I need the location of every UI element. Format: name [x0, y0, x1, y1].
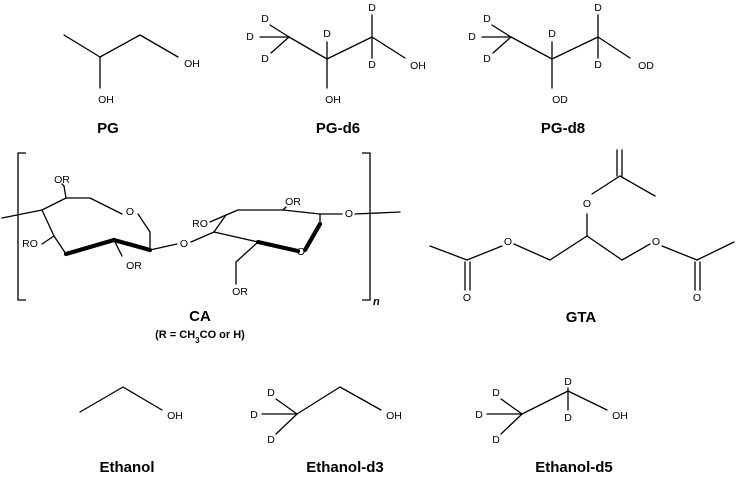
ethanol-oh-label: OH: [167, 410, 183, 422]
ethanol-d5-d-label: D: [492, 387, 500, 399]
gta-name: GTA: [566, 309, 597, 326]
pg-d6-structure: D D D D D D OH OH: [246, 2, 426, 106]
pg-d8-d-label: D: [483, 13, 491, 25]
ca-link-o-label: O: [345, 208, 353, 220]
pg-name: PG: [97, 120, 119, 137]
ca-or-label: OR: [232, 286, 248, 298]
gta-structure: O O O O O: [429, 149, 735, 304]
ca-structure: O OR RO OR O O O RO OR OR: [1, 152, 401, 308]
ca-ro-label: RO: [192, 218, 208, 230]
ca-or-label: OR: [54, 174, 70, 186]
pg-d6-d-label: D: [261, 53, 269, 65]
ca-repeat-n: n: [373, 296, 380, 308]
pg-d8-structure: D D D D D D OD OD: [468, 2, 654, 106]
ethanol-d5-d-label: D: [564, 412, 572, 424]
pg-d6-d-label: D: [368, 59, 376, 71]
ca-subtitle: (R = CH3CO or H): [155, 329, 245, 345]
pg-d8-d-label: D: [594, 59, 602, 71]
gta-o-label: O: [504, 236, 512, 248]
ethanol-d3-structure: D D D OH: [250, 386, 402, 446]
pg-structure: OH OH: [63, 34, 200, 106]
gta-carbonyl-o-label: O: [693, 292, 701, 304]
pg-d6-oh-label: OH: [410, 60, 426, 72]
pg-oh2-label: OH: [98, 94, 114, 106]
ethanol-d3-d-label: D: [267, 387, 275, 399]
ethanol-d3-name: Ethanol-d3: [306, 459, 384, 476]
pg-d6-name: PG-d6: [316, 120, 360, 137]
gta-o-label: O: [583, 198, 591, 210]
pg-d6-oh2-label: OH: [325, 94, 341, 106]
ca-name: CA: [189, 308, 211, 325]
ca-ro-label: RO: [22, 238, 38, 250]
ethanol-d3-d-label: D: [250, 409, 258, 421]
ethanol-d5-d-label: D: [475, 409, 483, 421]
pg-d6-d-label: D: [246, 31, 254, 43]
ca-glycosidic-o-label: O: [180, 238, 188, 250]
pg-d8-name: PG-d8: [541, 120, 585, 137]
pg-d8-od2-label: OD: [552, 94, 568, 106]
pg-d6-d-label: D: [368, 2, 376, 14]
ca-ring-o-label: O: [126, 206, 134, 218]
ethanol-name: Ethanol: [100, 459, 155, 476]
gta-o-label: O: [652, 236, 660, 248]
ethanol-structure: OH: [79, 386, 183, 422]
pg-d8-d-label: D: [594, 2, 602, 14]
gta-carbonyl-o-label: O: [463, 292, 471, 304]
ethanol-d5-structure: D D D D D OH: [475, 376, 628, 446]
pg-d8-d-label: D: [548, 28, 556, 40]
ca-or-label: OR: [285, 196, 301, 208]
pg-oh-label: OH: [184, 58, 200, 70]
ca-or-label: OR: [126, 260, 142, 272]
pg-d6-d-label: D: [261, 13, 269, 25]
pg-d8-d-label: D: [468, 31, 476, 43]
pg-d8-d-label: D: [483, 53, 491, 65]
ethanol-d3-d-label: D: [267, 434, 275, 446]
ethanol-d3-oh-label: OH: [386, 410, 402, 422]
ethanol-d5-oh-label: OH: [612, 410, 628, 422]
ca-ring-o2-label: O: [297, 246, 305, 258]
ethanol-d5-d-label: D: [492, 434, 500, 446]
ethanol-d5-name: Ethanol-d5: [535, 459, 613, 476]
pg-d6-d-label: D: [323, 28, 331, 40]
pg-d8-od-label: OD: [638, 60, 654, 72]
ethanol-d5-d-label: D: [564, 376, 572, 388]
